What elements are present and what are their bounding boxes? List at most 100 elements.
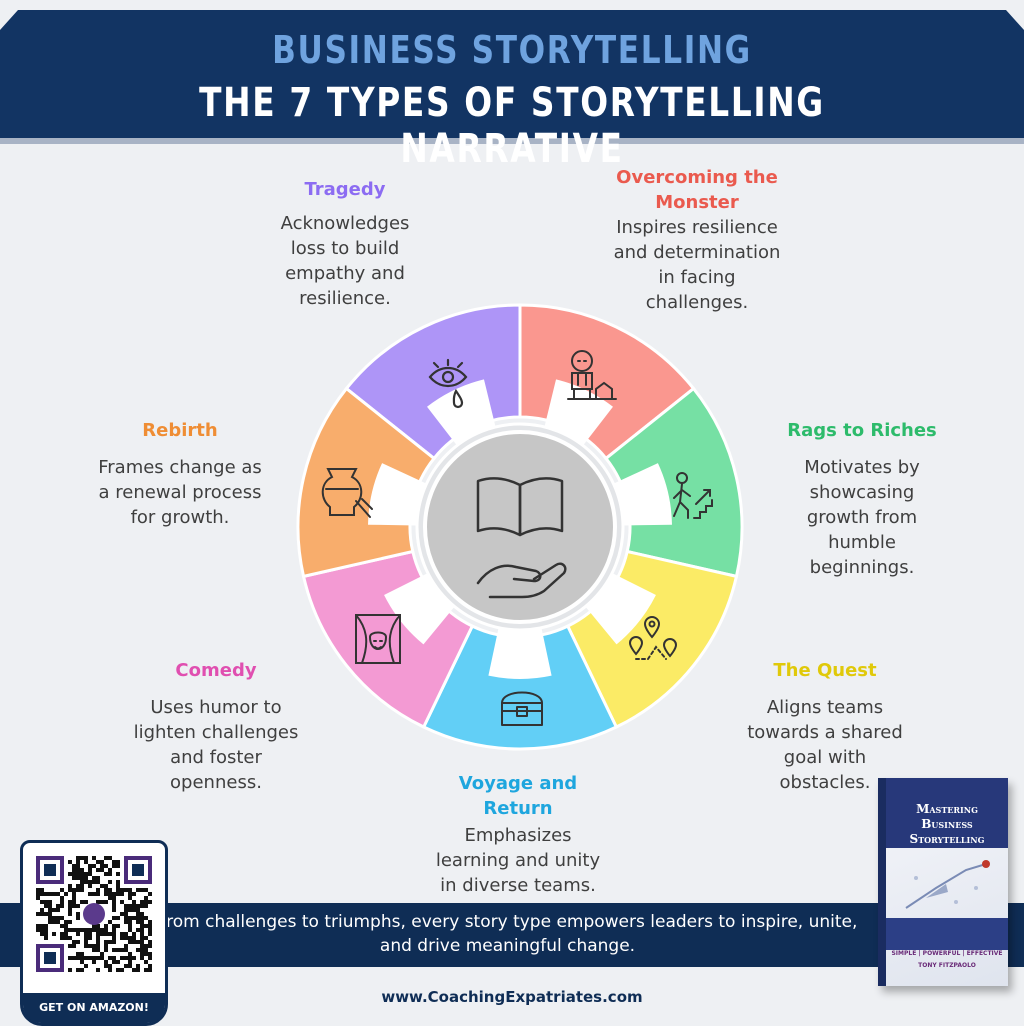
qr-module	[84, 876, 88, 880]
qr-module	[44, 892, 48, 896]
narrative-desc: Uses humor to lighten challenges and fos…	[133, 697, 299, 793]
qr-module	[144, 952, 148, 956]
qr-module	[148, 956, 152, 960]
qr-module	[132, 968, 136, 972]
qr-module	[112, 960, 116, 964]
header-subtitle: THE 7 TYPES OF STORYTELLING NARRATIVE	[199, 80, 825, 172]
qr-module	[104, 960, 108, 964]
qr-module	[56, 892, 60, 896]
qr-module	[112, 892, 116, 896]
qr-module	[88, 944, 92, 948]
qr-module	[148, 900, 152, 904]
amazon-qr-card[interactable]: GET ON AMAZON!	[20, 840, 168, 1026]
narrative-desc: Emphasizes learning and unity in diverse…	[435, 825, 601, 896]
qr-module	[112, 860, 116, 864]
qr-module	[52, 932, 56, 936]
qr-module	[76, 888, 80, 892]
qr-module	[72, 888, 76, 892]
narrative-desc: Motivates by showcasing growth from humb…	[804, 457, 920, 578]
treasure-chest-icon	[501, 691, 543, 726]
qr-module	[96, 900, 100, 904]
qr-module	[132, 916, 136, 920]
qr-module	[76, 860, 80, 864]
qr-module	[136, 920, 140, 924]
qr-module	[88, 884, 92, 888]
qr-module	[68, 912, 72, 916]
qr-module	[104, 884, 108, 888]
narrative-desc: Frames change as a renewal process for g…	[98, 457, 262, 528]
label-rags-to-riches: Rags to Riches Motivates by showcasing g…	[752, 418, 972, 580]
qr-module	[104, 948, 108, 952]
wheel-notch	[384, 573, 454, 645]
qr-module	[108, 872, 112, 876]
qr-module	[128, 960, 132, 964]
qr-module	[60, 888, 64, 892]
qr-module	[92, 924, 96, 928]
website-link[interactable]: www.CoachingExpatriates.com	[381, 988, 643, 1006]
qr-module	[72, 900, 76, 904]
map-pins-route-icon	[628, 615, 678, 660]
qr-module	[92, 856, 96, 860]
qr-module	[40, 932, 44, 936]
qr-module	[140, 888, 144, 892]
qr-module	[128, 916, 132, 920]
qr-module	[72, 868, 76, 872]
narrative-title: Overcoming the Monster	[616, 167, 778, 213]
qr-module	[68, 944, 72, 948]
qr-module	[76, 856, 80, 860]
qr-module	[44, 928, 48, 932]
qr-module	[88, 932, 92, 936]
qr-module	[72, 896, 76, 900]
qr-module	[140, 924, 144, 928]
qr-module	[68, 904, 72, 908]
qr-module	[88, 956, 92, 960]
qr-module	[140, 920, 144, 924]
qr-module	[144, 904, 148, 908]
qr-module	[60, 916, 64, 920]
qr-module	[128, 924, 132, 928]
qr-module	[148, 940, 152, 944]
qr-module	[112, 904, 116, 908]
qr-module	[124, 888, 128, 892]
qr-module	[96, 924, 100, 928]
qr-module	[44, 936, 48, 940]
qr-module	[68, 968, 72, 972]
qr-module	[140, 912, 144, 916]
narrative-desc: Inspires resilience and determination in…	[613, 217, 781, 313]
qr-module	[76, 956, 80, 960]
qr-module	[56, 920, 60, 924]
qr-module	[84, 856, 88, 860]
qr-module	[72, 904, 76, 908]
qr-module	[120, 948, 124, 952]
qr-module	[36, 924, 40, 928]
qr-module	[112, 948, 116, 952]
qr-module	[116, 892, 120, 896]
qr-module	[112, 932, 116, 936]
label-comedy: Comedy Uses humor to lighten challenges …	[106, 658, 326, 795]
qr-module	[76, 872, 80, 876]
qr-module	[128, 896, 132, 900]
book-cover[interactable]: Mastering Business Storytelling SIMPLE |…	[870, 778, 1008, 998]
qr-module	[116, 880, 120, 884]
qr-module	[104, 928, 108, 932]
qr-module	[104, 888, 108, 892]
crying-eye-icon	[428, 358, 468, 409]
qr-module	[148, 952, 152, 956]
qr-module	[112, 916, 116, 920]
qr-module	[112, 924, 116, 928]
qr-module	[68, 956, 72, 960]
qr-module	[48, 904, 52, 908]
qr-module	[40, 908, 44, 912]
qr-module	[64, 892, 68, 896]
qr-module	[76, 912, 80, 916]
qr-module	[96, 932, 100, 936]
open-book-hand-icon	[476, 477, 567, 599]
qr-module	[112, 864, 116, 868]
qr-logo	[83, 903, 105, 925]
qr-module	[124, 920, 128, 924]
qr-module	[92, 928, 96, 932]
qr-module	[140, 948, 144, 952]
qr-module	[36, 896, 40, 900]
qr-module	[68, 884, 72, 888]
qr-module	[96, 892, 100, 896]
